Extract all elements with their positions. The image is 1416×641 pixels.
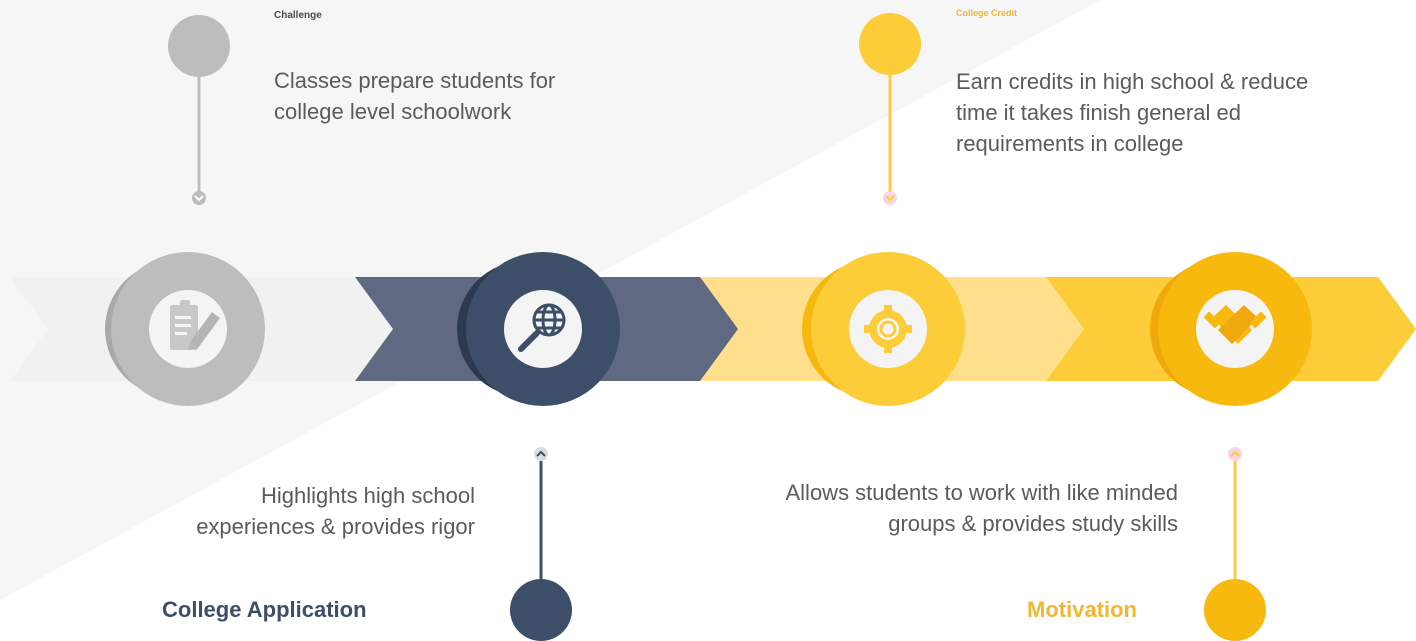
handshake-icon: [1203, 305, 1267, 344]
step-3-description: Earn credits in high school & reduce tim…: [956, 69, 1309, 156]
step-2-title: College Application: [162, 597, 367, 622]
step-3-node: [802, 252, 965, 406]
step-4-title: Motivation: [1027, 597, 1137, 622]
globe-search-icon: [518, 303, 566, 352]
step-1-node: [105, 252, 265, 406]
step-2-node: [457, 252, 620, 406]
gear-tools-icon: [864, 305, 912, 353]
connector-college-application: [510, 447, 572, 641]
step-4-node: [1150, 252, 1312, 406]
step-3-title: College Credit: [956, 8, 1018, 18]
step-4-description: Allows students to work with like minded…: [785, 480, 1179, 536]
step-1-description: Classes prepare students for college lev…: [274, 68, 556, 124]
edit-document-icon: [170, 300, 220, 350]
connector-motivation: [1204, 447, 1266, 641]
connector-college-credit: [859, 13, 921, 205]
connector-challenge: [168, 15, 230, 205]
step-2-description: Highlights high school experiences & pro…: [196, 483, 475, 539]
step-1-title: Challenge: [274, 10, 322, 21]
